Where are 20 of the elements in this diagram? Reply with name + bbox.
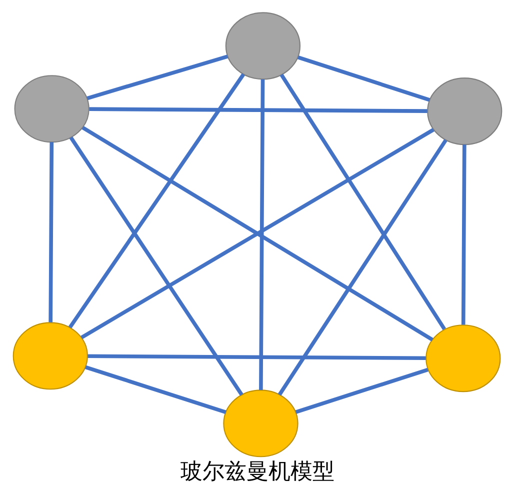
connector	[295, 368, 428, 414]
node-circle	[426, 324, 501, 392]
connector	[278, 139, 448, 396]
node-circle	[223, 390, 298, 458]
connector	[85, 365, 226, 414]
connector	[259, 79, 265, 390]
connector	[86, 54, 228, 100]
node-circle	[14, 75, 90, 143]
connector	[297, 56, 430, 102]
node-circle	[12, 322, 88, 390]
connector	[48, 142, 54, 322]
caption: 玻尔兹曼机模型	[180, 459, 334, 484]
node-circle	[225, 12, 301, 80]
connector	[89, 107, 428, 113]
node-circle	[427, 78, 502, 146]
connector	[68, 73, 246, 328]
connector	[461, 144, 466, 325]
connector	[69, 136, 244, 396]
connector	[88, 354, 426, 360]
connector	[280, 74, 446, 330]
